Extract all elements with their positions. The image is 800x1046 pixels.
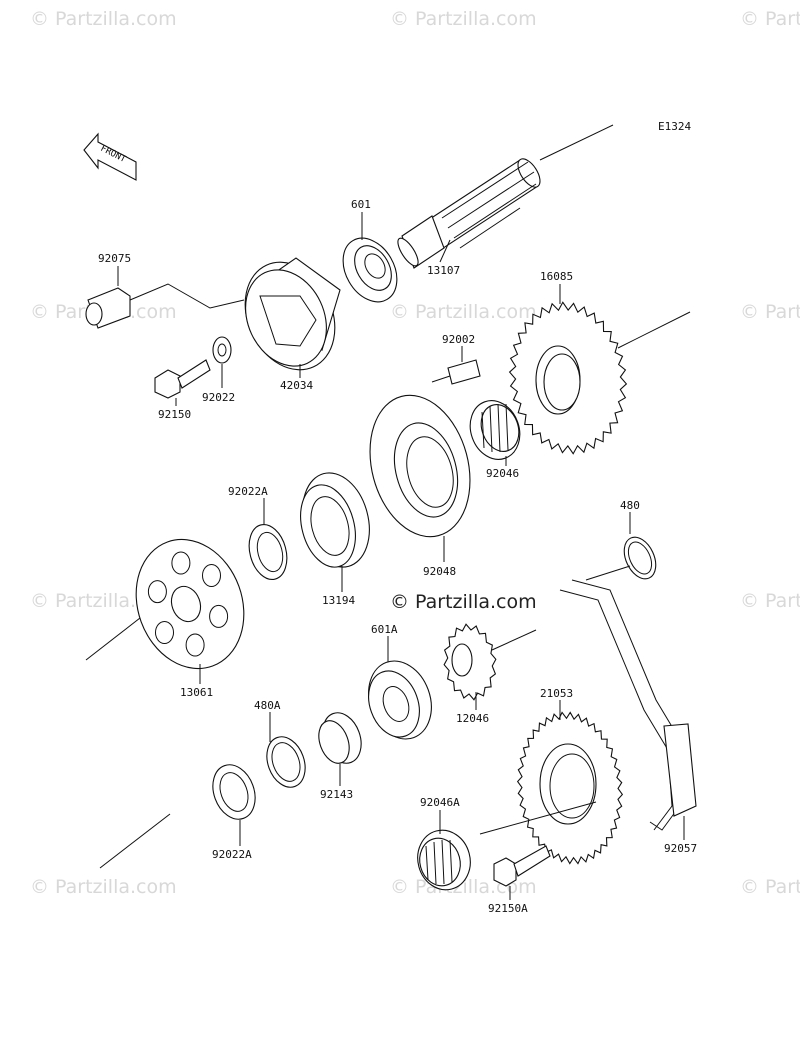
watermark: © Partzilla.com	[740, 876, 800, 898]
callout-42034[interactable]: 42034	[280, 364, 313, 392]
part-label[interactable]: 92075	[98, 252, 131, 265]
part-label[interactable]: 92022	[202, 391, 235, 404]
clutch-housing-92048[interactable]	[355, 384, 485, 548]
bearing-601[interactable]	[332, 229, 408, 312]
sprocket-12046[interactable]	[440, 621, 537, 702]
part-label[interactable]: 92143	[320, 788, 353, 801]
needle-bearing-92046A[interactable]	[411, 824, 477, 895]
callout-13107[interactable]: 13107	[427, 239, 460, 277]
washer-92022A-bottom[interactable]	[99, 759, 262, 869]
watermark: © Partzilla.com	[740, 301, 800, 323]
callout-92150[interactable]: 92150	[158, 398, 191, 421]
callout-92046[interactable]: 92046	[486, 456, 519, 480]
part-label[interactable]: 42034	[280, 379, 313, 392]
flange-hole	[202, 564, 221, 587]
part-label[interactable]: 16085	[540, 270, 573, 283]
flange-13061[interactable]	[85, 524, 261, 684]
callout-92022A-bottom[interactable]: 92022A	[212, 820, 252, 861]
washer-92022[interactable]	[212, 336, 232, 364]
callout-92143[interactable]: 92143	[320, 764, 353, 801]
flange-hole	[209, 604, 229, 628]
callout-92022A-top[interactable]: 92022A	[228, 485, 268, 524]
callout-92002[interactable]: 92002	[442, 333, 475, 362]
part-label[interactable]: 601A	[371, 623, 398, 636]
circlip-480[interactable]	[618, 532, 662, 584]
one-way-clutch-13194[interactable]	[292, 465, 379, 574]
part-label[interactable]: 13061	[180, 686, 213, 699]
front-direction-arrow-icon: FRONT	[83, 132, 137, 181]
callout-480[interactable]: 480	[620, 499, 640, 534]
diagram-code: E1324	[658, 120, 691, 133]
callout-16085[interactable]: 16085	[540, 270, 573, 304]
watermark: © Partzilla.com	[390, 301, 537, 323]
needle-bearing-92046[interactable]	[462, 394, 528, 467]
hub-42034[interactable]	[228, 247, 351, 384]
watermark: © Partzilla.com	[30, 8, 177, 30]
washer-92022A-top[interactable]	[243, 520, 292, 583]
chain-92057[interactable]	[559, 565, 697, 831]
damper-92075[interactable]	[85, 283, 245, 329]
sleeve-92143[interactable]	[313, 707, 367, 768]
callout-21053[interactable]: 21053	[540, 687, 573, 720]
watermark: © Partzilla.com	[390, 8, 537, 30]
part-label[interactable]: 92002	[442, 333, 475, 346]
bearing-601A[interactable]	[358, 652, 442, 748]
part-label[interactable]: 480	[620, 499, 640, 512]
part-label[interactable]: 92150A	[488, 902, 528, 915]
callout-92046A[interactable]: 92046A	[420, 796, 460, 834]
part-labels: 601 13107 92075 42034 92022 92150 16085	[98, 198, 697, 915]
pin-92002[interactable]	[431, 359, 481, 385]
flange-hole	[185, 633, 205, 657]
center-watermark: © Partzilla.com	[390, 591, 537, 613]
part-label[interactable]: 92048	[423, 565, 456, 578]
flange-hole	[147, 580, 167, 604]
part-label[interactable]: 92057	[664, 842, 697, 855]
part-label[interactable]: 601	[351, 198, 371, 211]
part-label[interactable]: 480A	[254, 699, 281, 712]
part-label[interactable]: 13107	[427, 264, 460, 277]
part-label[interactable]: 21053	[540, 687, 573, 700]
watermark: © Partzilla.com	[740, 8, 800, 30]
callout-601A[interactable]: 601A	[371, 623, 398, 662]
gear-21053[interactable]	[479, 707, 630, 869]
callout-13061[interactable]: 13061	[180, 664, 213, 699]
callout-480A[interactable]: 480A	[254, 699, 281, 742]
callout-92075[interactable]: 92075	[98, 252, 131, 286]
part-label[interactable]: 92046	[486, 467, 519, 480]
watermark: © Partzilla.com	[30, 876, 177, 898]
shaft-13107[interactable]	[394, 124, 614, 269]
gear-16085[interactable]	[500, 295, 691, 461]
callout-92057[interactable]: 92057	[664, 816, 697, 855]
part-label[interactable]: 12046	[456, 712, 489, 725]
bolt-92150[interactable]	[154, 359, 211, 399]
callout-92150A[interactable]: 92150A	[488, 886, 528, 915]
flange-hole	[155, 621, 174, 644]
circlip-480A[interactable]	[260, 731, 312, 792]
part-label[interactable]: 92022A	[228, 485, 268, 498]
callout-92022[interactable]: 92022	[202, 364, 235, 404]
part-label[interactable]: 92022A	[212, 848, 252, 861]
flange-hole	[171, 551, 191, 575]
callout-12046[interactable]: 12046	[456, 692, 489, 725]
bolt-92150A[interactable]	[493, 845, 551, 887]
watermark: © Partzilla.com	[740, 590, 800, 612]
callout-601[interactable]: 601	[351, 198, 371, 240]
callout-92048[interactable]: 92048	[423, 536, 456, 578]
callout-13194[interactable]: 13194	[322, 566, 355, 607]
part-label[interactable]: 92150	[158, 408, 191, 421]
part-label[interactable]: 92046A	[420, 796, 460, 809]
part-label[interactable]: 13194	[322, 594, 355, 607]
